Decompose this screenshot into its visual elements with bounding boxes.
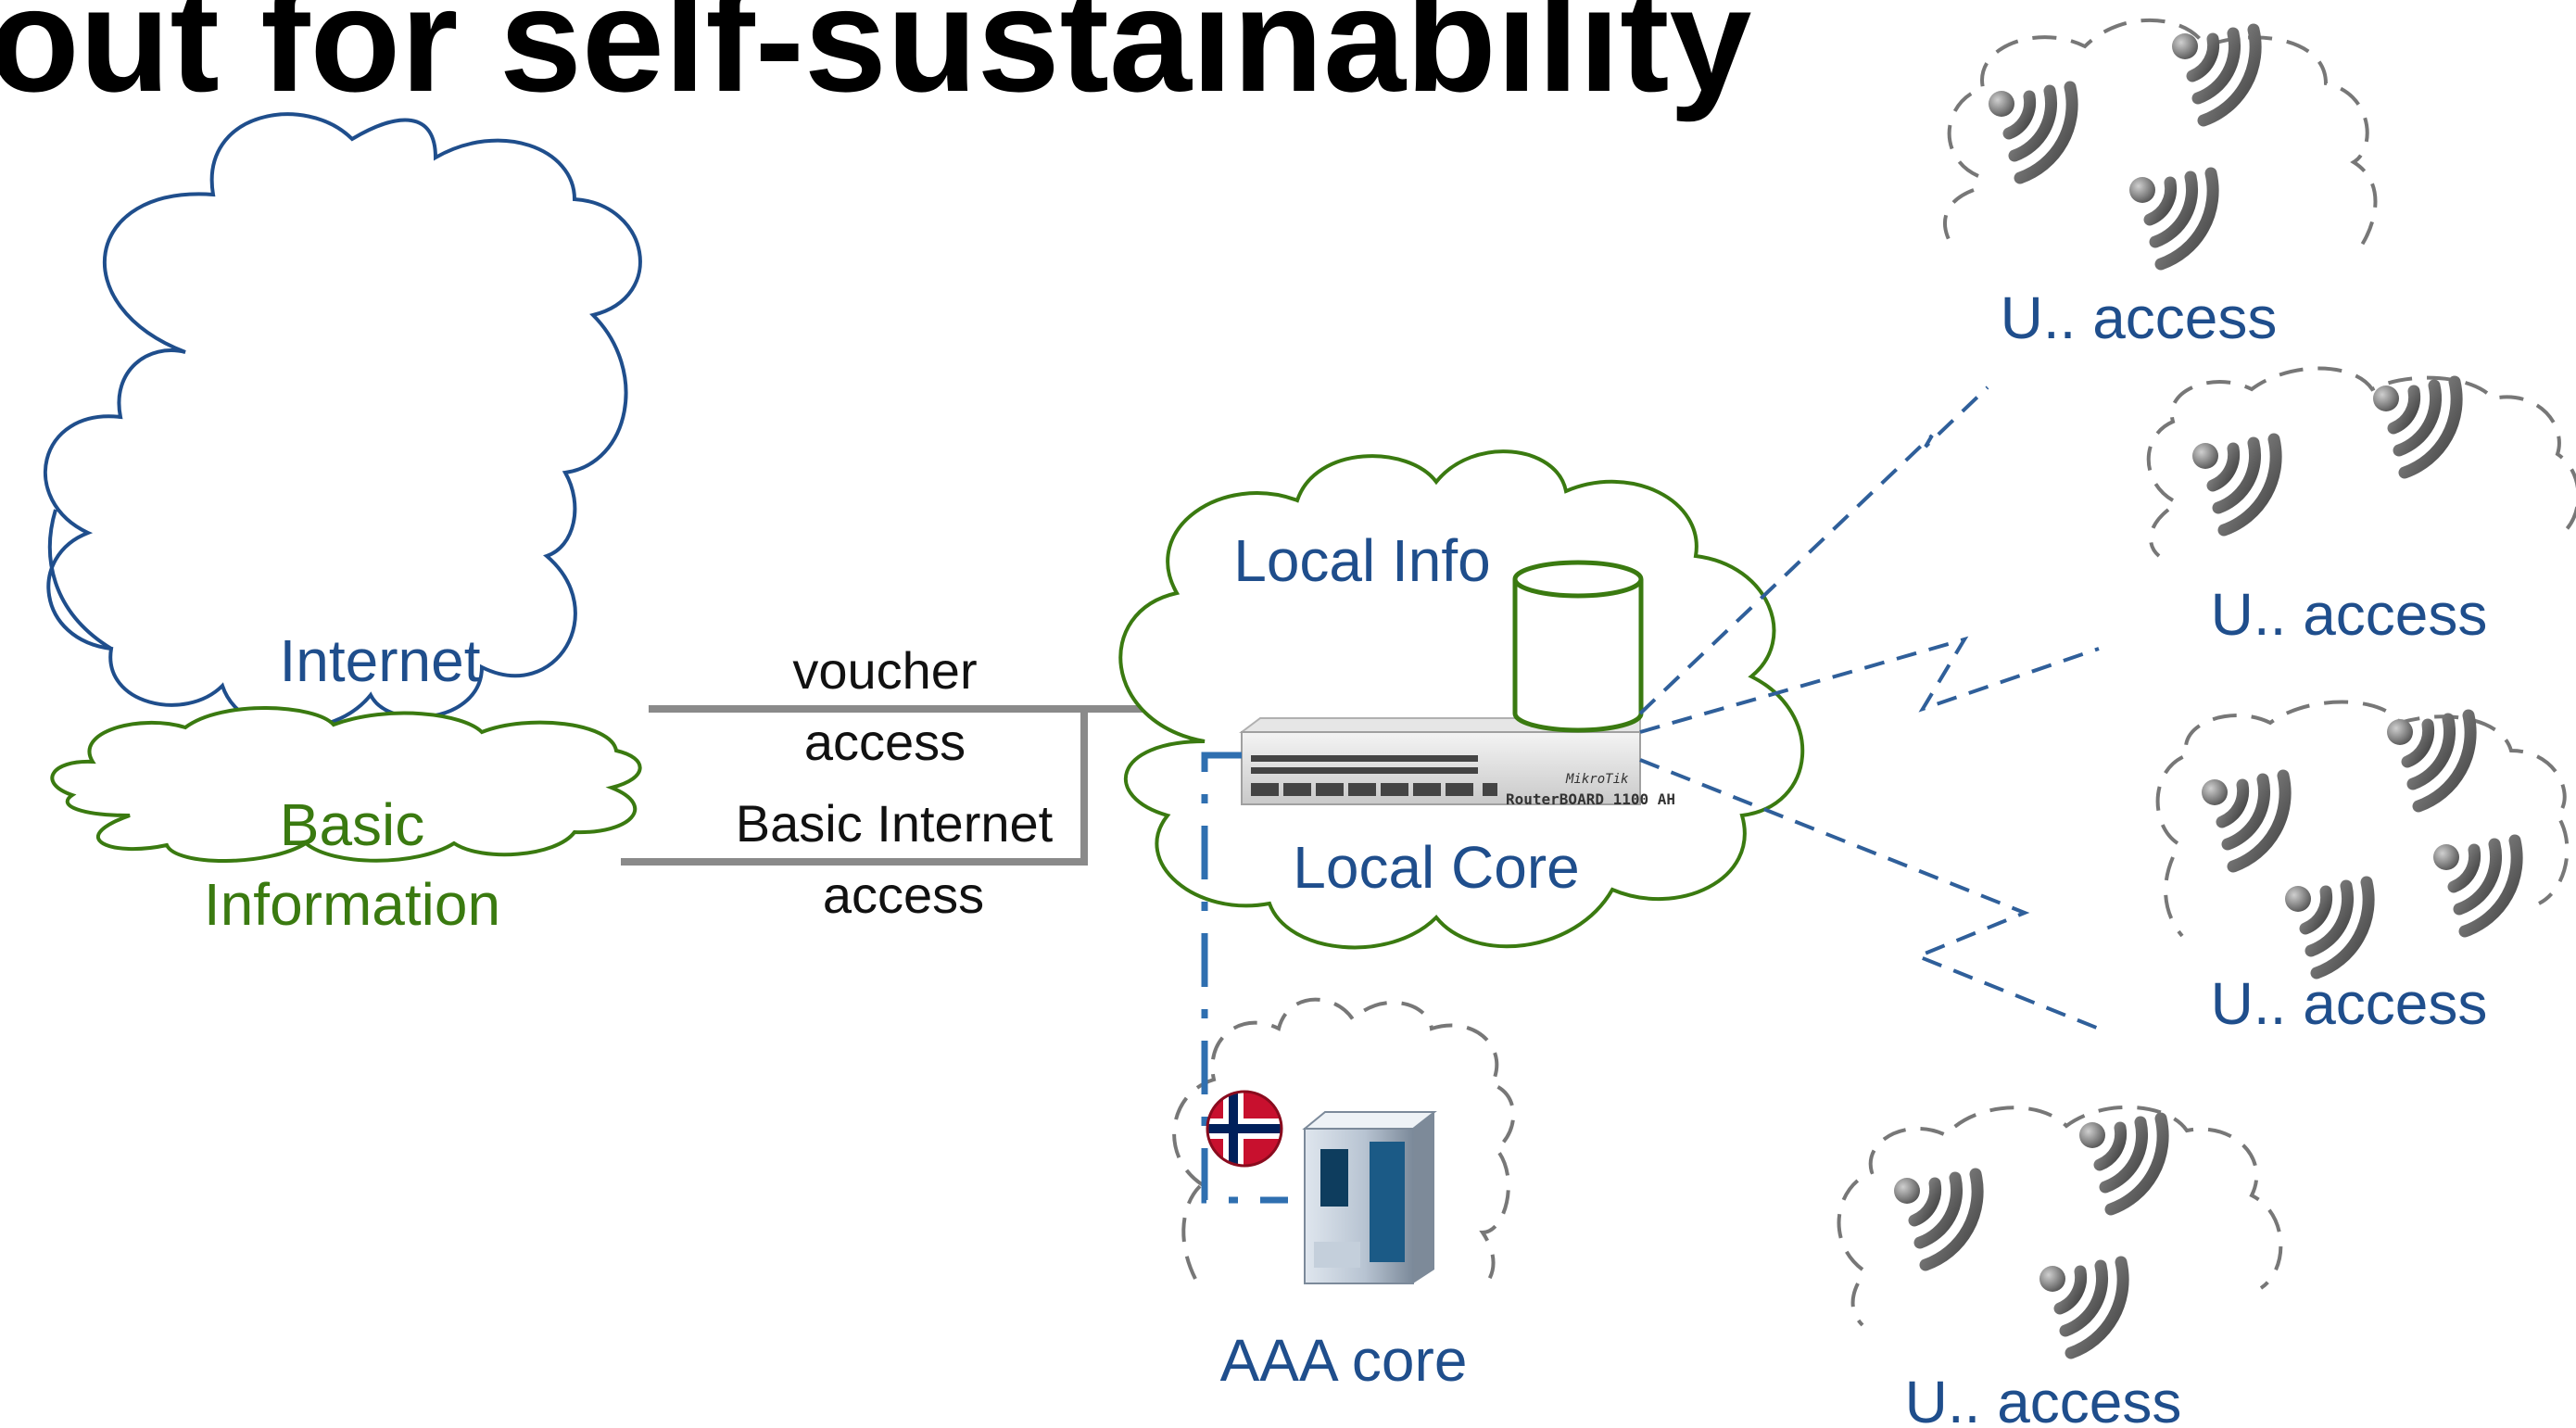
database-icon xyxy=(1512,560,1644,733)
access-label-4: U.. access xyxy=(1905,1369,2182,1428)
internet-label: Internet xyxy=(279,627,480,694)
router-icon: MikroTik RouterBOARD 1100 AH xyxy=(1239,717,1675,808)
access-label-2: U.. access xyxy=(2211,581,2488,648)
access-label-1: U.. access xyxy=(2001,284,2278,351)
wifi-signal-icon xyxy=(2202,776,2285,866)
wireless-links xyxy=(1638,385,2100,1030)
wifi-signal-icon xyxy=(2192,439,2276,530)
wifi-signal-icon xyxy=(2387,715,2470,806)
norway-flag-icon xyxy=(1206,1090,1283,1168)
wifi-signal-icon xyxy=(2172,30,2255,120)
access-cloud-2 xyxy=(2146,366,2576,558)
wifi-signal-icon xyxy=(2433,840,2517,931)
basic-information-label-line1: Basic xyxy=(280,791,425,858)
local-info-label: Local Info xyxy=(1233,527,1491,594)
wifi-signal-icon xyxy=(1894,1174,1977,1265)
aaa-core-label: AAA core xyxy=(1220,1327,1468,1394)
local-core-label: Local Core xyxy=(1293,834,1580,901)
wifi-signal-icon xyxy=(1989,87,2072,178)
router-model: RouterBOARD 1100 AH xyxy=(1506,790,1675,808)
wifi-signal-icon xyxy=(2373,382,2456,473)
wifi-signal-icon xyxy=(2129,173,2213,264)
wifi-signal-icon xyxy=(2039,1262,2123,1353)
wifi-signal-icon xyxy=(2079,1118,2163,1209)
access-cloud-4 xyxy=(1837,1105,2283,1353)
voucher-access-label-line2: access xyxy=(804,713,966,771)
aaa-core-cloud xyxy=(1172,997,1516,1290)
basic-internet-access-label-line1: Basic Internet xyxy=(736,794,1054,853)
server-icon xyxy=(1302,1111,1437,1284)
aaa-link xyxy=(1201,752,1288,1204)
basic-internet-access-label-line2: access xyxy=(823,866,984,924)
slide-title: out for self-sustainability xyxy=(0,0,1751,122)
voucher-access-label-line1: voucher xyxy=(792,641,977,700)
access-cloud-1 xyxy=(1943,18,2378,264)
router-brand: MikroTik xyxy=(1565,772,1629,787)
wifi-signal-icon xyxy=(2285,882,2368,973)
basic-information-label-line2: Information xyxy=(204,871,500,938)
basic-information-cloud xyxy=(50,706,642,863)
access-label-3: U.. access xyxy=(2211,970,2488,1037)
access-cloud-3 xyxy=(2155,700,2570,974)
